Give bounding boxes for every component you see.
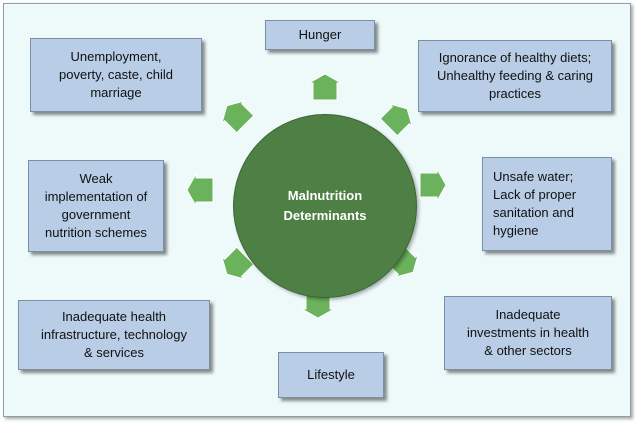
center-circle: Malnutrition Determinants [233,114,417,298]
box-unsafe-water-line: sanitation and [493,205,574,220]
box-unemployment-line: Unemployment, [70,49,162,64]
box-unemployment-line: marriage [90,85,142,100]
box-health-infra-line: infrastructure, technology [41,327,187,342]
box-weak-implementation-line: implementation of [44,189,148,204]
center-label-line: Malnutrition [287,188,363,203]
box-weak-implementation: Weak implementation of government nutrit… [28,160,164,252]
arrow-right-icon [419,167,447,203]
arrow-up-left-icon [220,99,255,134]
box-hunger: Hunger [265,20,375,50]
arrow-up-right-icon [379,102,414,137]
box-health-infra-line: Inadequate health [61,309,167,324]
box-ignorance: Ignorance of healthy diets; Unhealthy fe… [418,40,612,112]
box-ignorance-line: Ignorance of healthy diets; [438,50,592,65]
arrow-up-icon [307,73,343,101]
box-unemployment-line: poverty, caste, child [59,67,173,82]
box-weak-implementation-line: Weak [79,171,113,186]
box-ignorance-line: Unhealthy feeding & caring [436,68,594,83]
box-unsafe-water-line: Lack of proper [493,187,577,202]
box-health-infra-line: & services [84,345,144,360]
box-weak-implementation-line: nutrition schemes [45,225,147,240]
box-investments: Inadequate investments in health & other… [444,296,612,370]
box-health-infra: Inadequate health infrastructure, techno… [18,300,210,370]
box-unsafe-water: Unsafe water; Lack of proper sanitation … [482,157,612,251]
box-ignorance-line: practices [488,86,541,101]
box-lifestyle-line: Lifestyle [307,367,355,382]
center-label-line: Determinants [283,208,367,223]
box-unsafe-water-line: Unsafe water; [493,169,574,184]
box-unsafe-water-line: hygiene [493,223,539,238]
box-hunger-line: Hunger [298,27,342,42]
arrow-down-left-icon [220,246,255,281]
box-investments-line: & other sectors [484,343,572,358]
box-weak-implementation-line: government [61,207,131,222]
arrow-left-icon [186,172,214,208]
box-lifestyle: Lifestyle [278,352,384,398]
box-investments-line: investments in health [466,325,590,340]
box-unemployment: Unemployment, poverty, caste, child marr… [30,38,202,112]
box-investments-line: Inadequate [495,307,561,322]
